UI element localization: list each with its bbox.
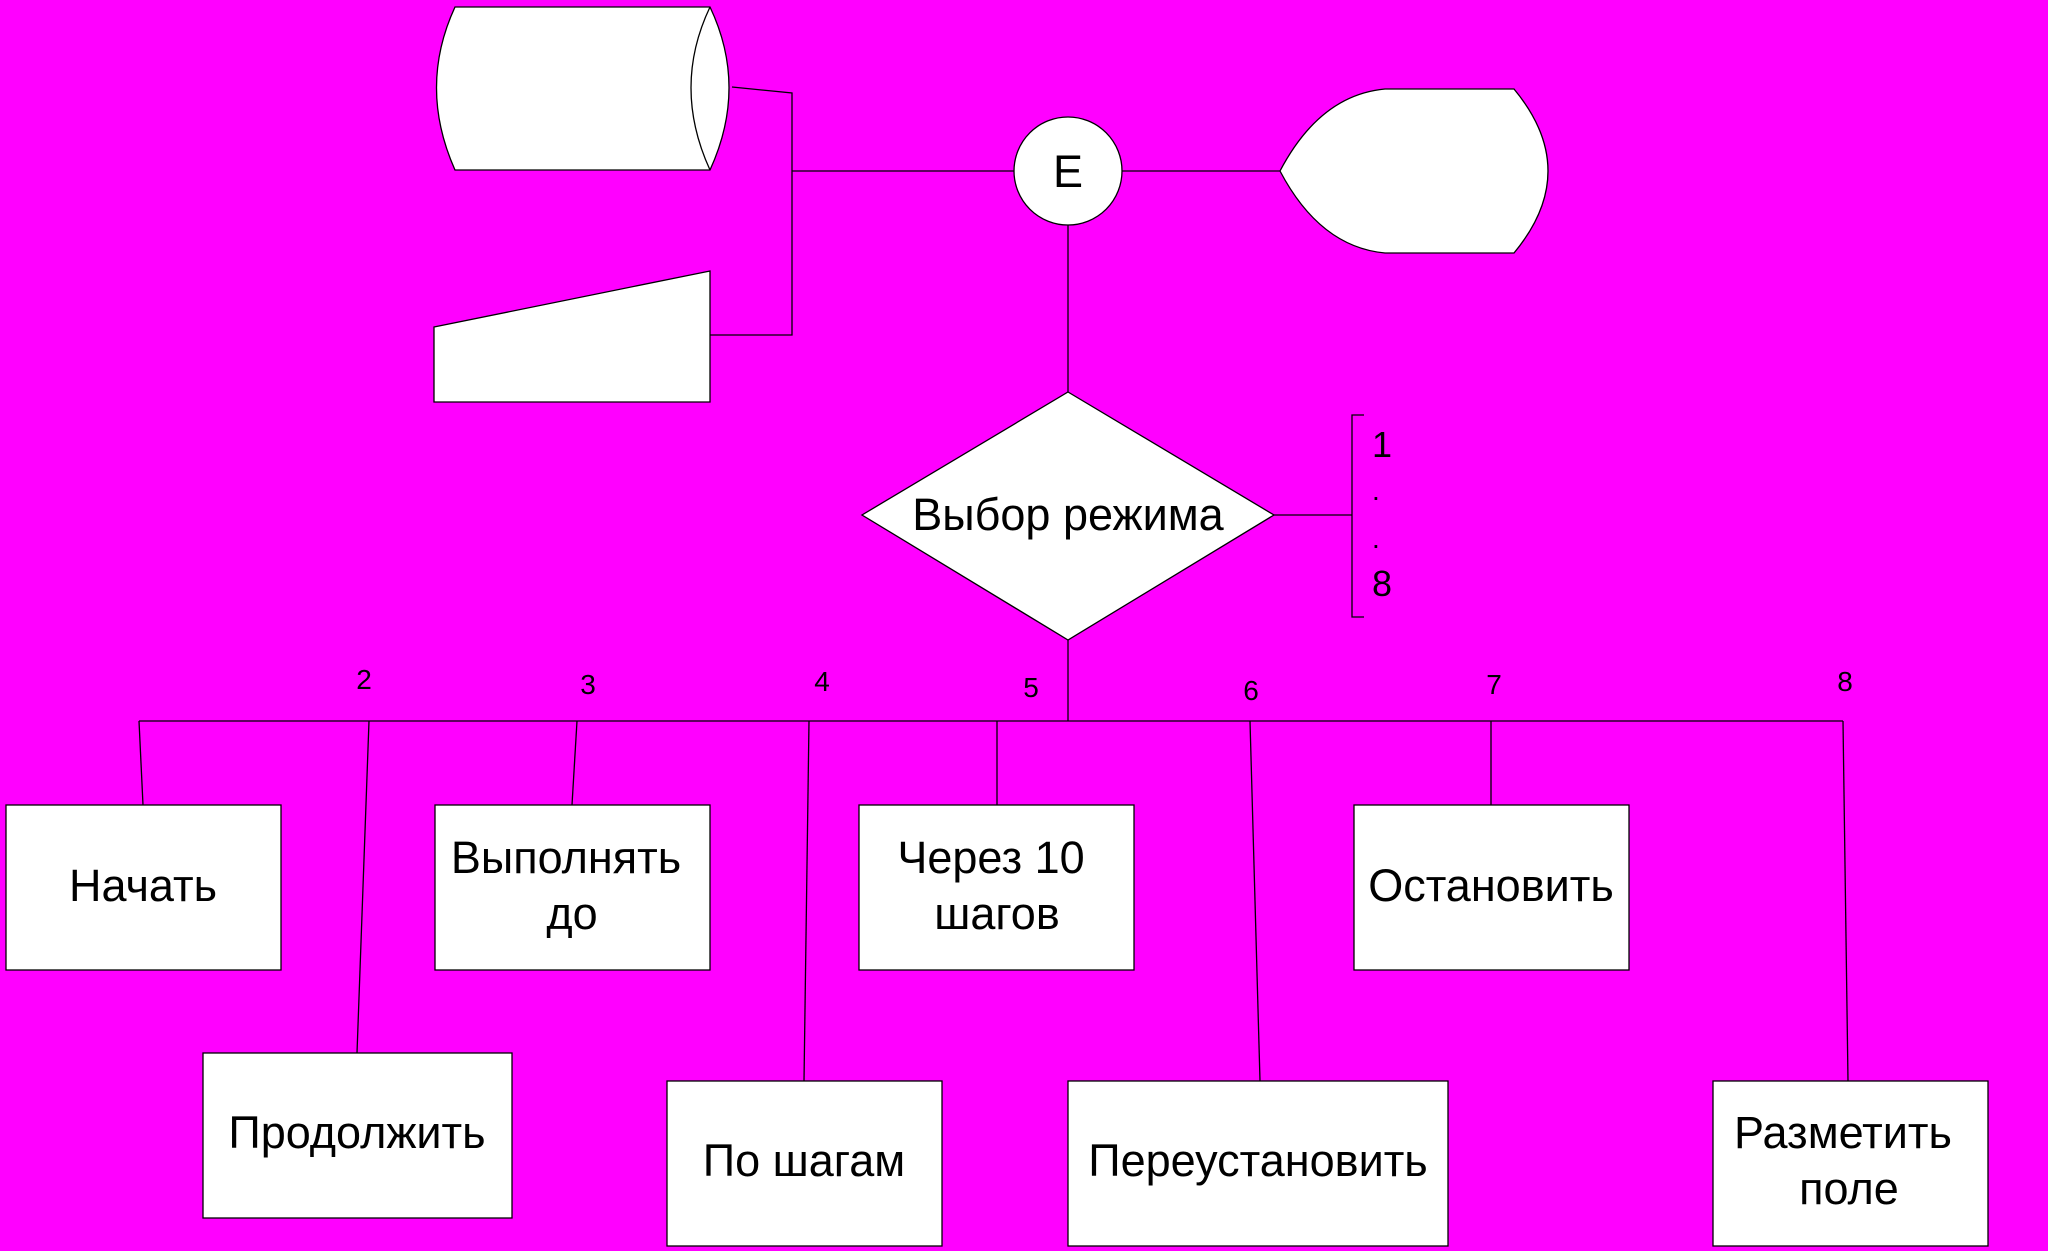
stored-data-drum-shape xyxy=(435,6,730,171)
box-mark-field-line-2: поле xyxy=(1799,1163,1899,1214)
box-stop-rect xyxy=(1353,804,1630,971)
drum-inner-curve xyxy=(690,6,711,171)
branch-line-continue xyxy=(356,720,370,1054)
box-continue-rect xyxy=(202,1052,513,1219)
box-start: Начать xyxy=(5,804,282,971)
box-reinstall-rect xyxy=(1067,1080,1449,1247)
display-shape xyxy=(1279,88,1549,254)
branch-lines xyxy=(138,720,1849,1082)
decision-label: Выбор режима xyxy=(912,489,1224,540)
box-run-until-line-2: до xyxy=(546,888,597,939)
range-note-dot-2: . xyxy=(1372,523,1380,554)
box-stop-line-1: Остановить xyxy=(1368,860,1614,911)
branch-line-start xyxy=(138,720,144,806)
box-ten-steps-line-1: Через 10 xyxy=(897,832,1084,883)
range-note-bracket xyxy=(1351,414,1364,618)
range-note-dot-1: . xyxy=(1372,475,1380,506)
manual-input-shape xyxy=(433,270,711,403)
decision-group: Выбор режима 1 . . 8 xyxy=(860,391,1392,641)
box-step-by-step-rect xyxy=(666,1080,943,1247)
box-run-until: Выполнять до xyxy=(434,804,711,971)
branch-numbers: 2 3 4 5 6 7 8 xyxy=(356,664,1853,706)
branch-number-8: 8 xyxy=(1837,666,1853,697)
box-ten-steps-line-2: шагов xyxy=(934,888,1060,939)
branch-line-step-by-step xyxy=(803,720,810,1082)
connector-label: E xyxy=(1053,146,1083,197)
box-step-by-step: По шагам xyxy=(666,1080,943,1247)
box-continue-line-1: Продолжить xyxy=(228,1107,485,1158)
box-stop: Остановить xyxy=(1353,804,1630,971)
branch-number-6: 6 xyxy=(1243,675,1259,706)
branch-line-mark-field xyxy=(1842,720,1849,1082)
branch-number-7: 7 xyxy=(1486,669,1502,700)
box-run-until-line-1: Выполнять xyxy=(451,832,681,883)
box-ten-steps: Через 10 шагов xyxy=(858,804,1135,971)
input-bracket-line xyxy=(710,86,793,336)
box-continue: Продолжить xyxy=(202,1052,513,1219)
branch-number-2: 2 xyxy=(356,664,372,695)
box-mark-field: Разметить поле xyxy=(1712,1080,1989,1247)
box-run-until-rect xyxy=(434,804,711,971)
branch-line-reinstall xyxy=(1249,720,1261,1082)
branch-number-3: 3 xyxy=(580,669,596,700)
top-shapes: E xyxy=(433,6,1549,403)
box-ten-steps-rect xyxy=(858,804,1135,971)
range-note-top: 1 xyxy=(1372,424,1392,465)
box-mark-field-line-1: Разметить xyxy=(1734,1107,1952,1158)
branch-number-5: 5 xyxy=(1023,672,1039,703)
branch-line-run-until xyxy=(571,720,578,806)
box-mark-field-rect xyxy=(1712,1080,1989,1247)
box-step-by-step-line-1: По шагам xyxy=(703,1135,905,1186)
range-note-bottom: 8 xyxy=(1372,563,1392,604)
branch-number-4: 4 xyxy=(814,666,830,697)
box-start-rect xyxy=(5,804,282,971)
box-reinstall: Переустановить xyxy=(1067,1080,1449,1247)
box-start-line-1: Начать xyxy=(69,860,217,911)
box-reinstall-line-1: Переустановить xyxy=(1088,1135,1428,1186)
